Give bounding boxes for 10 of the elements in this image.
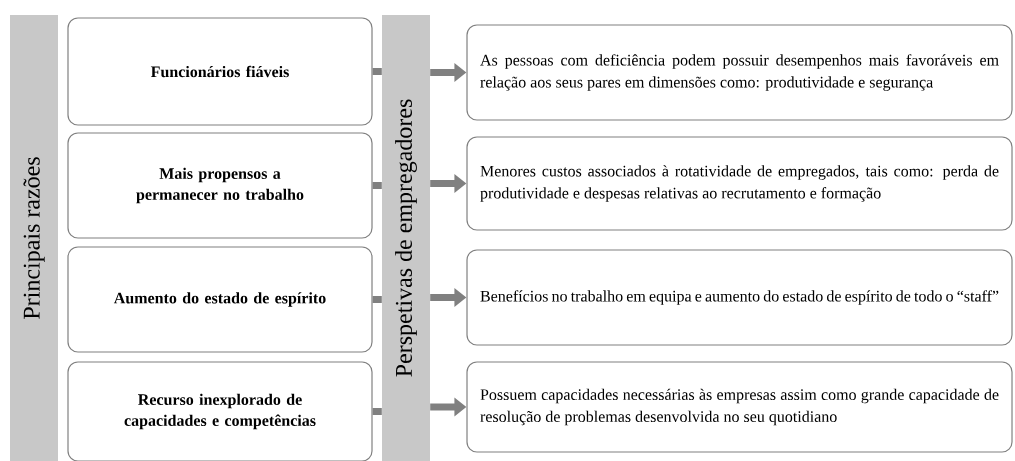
text-box: Benefícios no trabalho em equipa e aumento do estado de espírito de todo o “staff” (466, 249, 1013, 346)
text-box: Possuem capacidades necessárias às empresas assim como grande capacidade de resolução de problemas desenvolvida no seu quotidiano (466, 361, 1013, 453)
reason-box: Recurso inexplorado de capacidades e competências (67, 361, 373, 461)
text-box: Menores custos associados à rotatividade de empregados, tais como: perda de produtividade e despesas relativas ao recrutamento e formação (466, 136, 1013, 231)
reason-box: Mais propensos a permanecer no trabalho (67, 132, 373, 239)
reason-box: Funcionários fiáveis (67, 17, 373, 126)
vertical-band: Principais razões (10, 15, 58, 461)
reason-box: Aumento do estado de espírito (67, 246, 373, 353)
text-box: As pessoas com deficiência podem possuir desempenhos mais favoráveis em relação aos seus pares em dimensões como: produtividade e segurança (466, 24, 1013, 121)
vertical-band: Perspetivas de empregadores (382, 15, 430, 461)
